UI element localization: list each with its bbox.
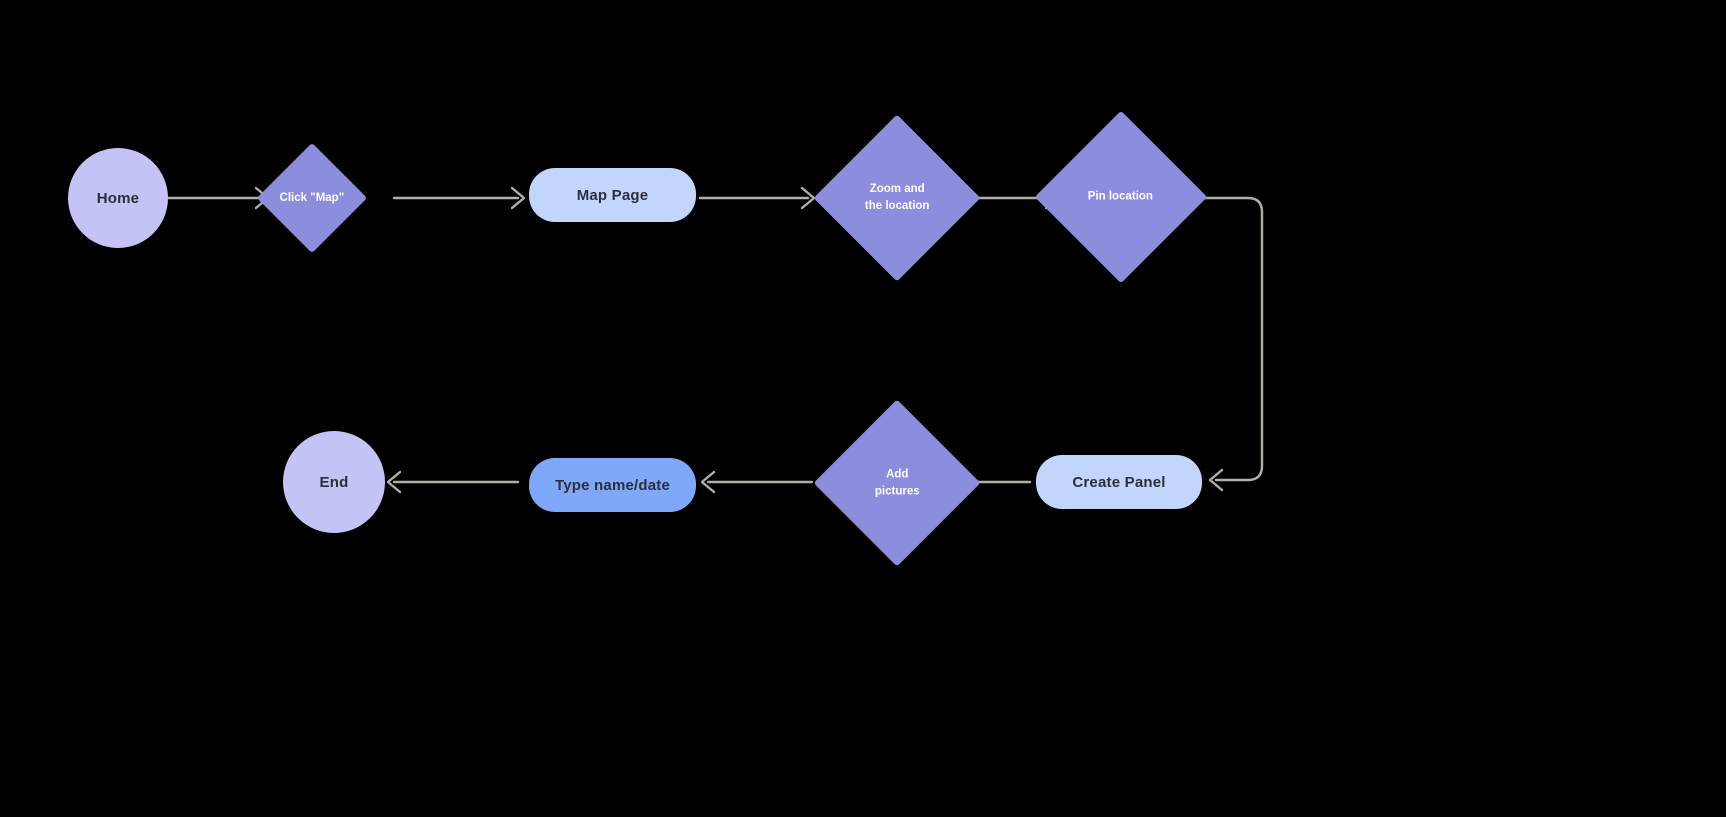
node-map-page[interactable]: Map Page [529, 168, 696, 222]
node-create-panel[interactable]: Create Panel [1036, 455, 1202, 509]
node-map-page-label: Map Page [576, 186, 649, 204]
arrowhead-type-name-to-end [386, 470, 402, 494]
node-type-name-date-label: Type name/date [554, 476, 671, 494]
node-end-label: End [319, 473, 349, 491]
node-add-pictures-label: Add pictures [874, 468, 920, 497]
node-home[interactable]: Home [68, 148, 168, 248]
arrowhead-click-map-to-map-page [510, 186, 526, 210]
node-pin-location-label: Pin location [1088, 190, 1154, 203]
node-create-panel-label: Create Panel [1072, 473, 1166, 491]
arrowhead-pin-to-create-panel [1208, 468, 1224, 492]
node-type-name-date[interactable]: Type name/date [529, 458, 696, 512]
node-zoom-location-label: Zoom and the location [864, 183, 930, 212]
node-end[interactable]: End [283, 431, 385, 533]
node-home-label: Home [96, 189, 140, 207]
edge-pin-to-create-panel [1180, 196, 1264, 482]
arrowhead-add-pictures-to-type-name [700, 470, 716, 494]
node-click-map-label: Click "Map" [279, 191, 345, 204]
